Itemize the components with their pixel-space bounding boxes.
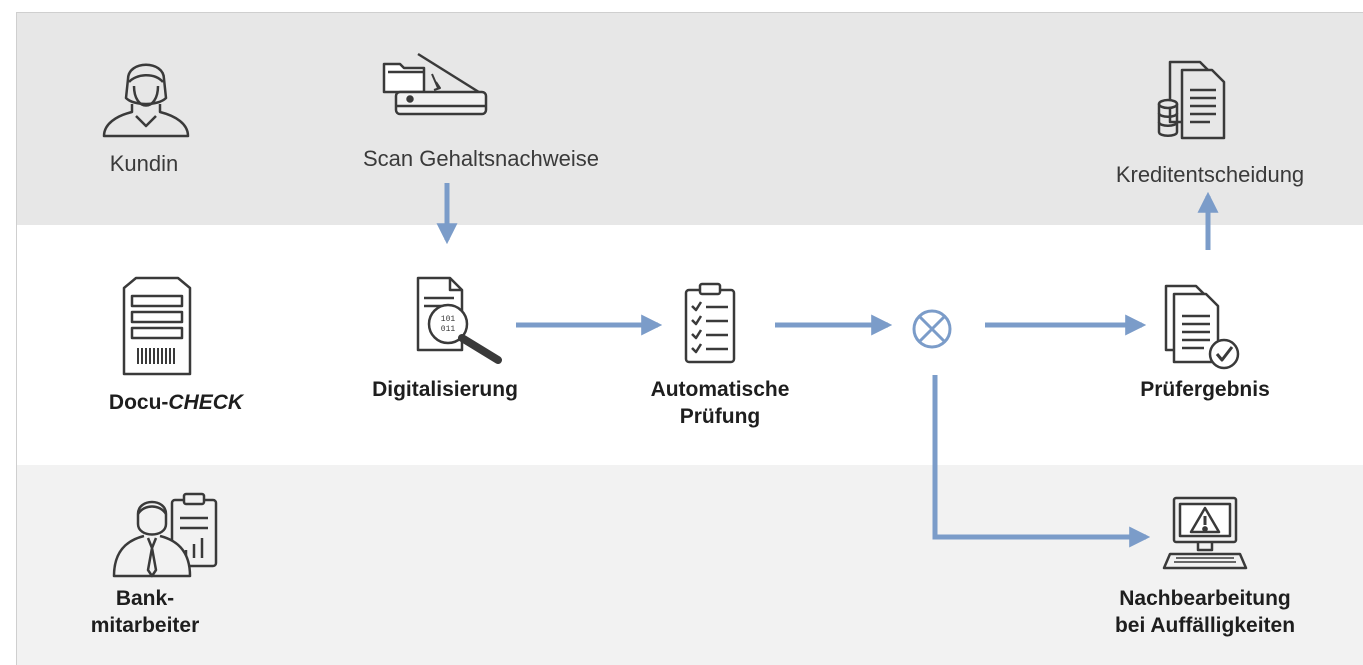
label-credit-decision: Kreditentscheidung: [1115, 162, 1305, 187]
label-bank-employee: Bank- mitarbeiter: [70, 586, 220, 640]
lane-customer: [16, 12, 1363, 226]
label-scan-payslips: Scan Gehaltsnachweise: [362, 146, 600, 171]
automatic-check-line2: Prüfung: [679, 404, 761, 428]
svg-text:101: 101: [441, 315, 456, 324]
magnifier-document-icon: 101 011: [416, 276, 502, 364]
person-icon: [102, 63, 190, 138]
documents-icon: [1157, 60, 1226, 140]
scanner-icon: [382, 52, 488, 116]
bank-employee-line1: Bank-: [115, 587, 175, 610]
label-docucheck: Docu-CHECK: [66, 390, 286, 417]
docucheck-italic: CHECK: [168, 391, 244, 414]
label-automatic-check: Automatische Prüfung: [600, 377, 840, 431]
gateway-icon: [912, 309, 952, 349]
label-check-result: Prüfergebnis: [1140, 378, 1270, 401]
docucheck-prefix: Docu-: [108, 391, 169, 414]
rework-line2: bei Auffälligkeiten: [1114, 613, 1296, 637]
svg-text:011: 011: [441, 325, 456, 334]
bank-employee-line2: mitarbeiter: [90, 613, 200, 637]
automatic-check-line1: Automatische: [650, 378, 790, 401]
server-icon: [122, 276, 192, 376]
checklist-icon: [684, 282, 736, 364]
label-customer: Kundin: [109, 151, 179, 176]
checked-document-icon: [1164, 284, 1240, 370]
frame-border: [16, 12, 17, 665]
warning-computer-icon: [1162, 496, 1248, 570]
rework-line1: Nachbearbeitung: [1119, 587, 1291, 610]
label-rework: Nachbearbeitung bei Auffälligkeiten: [1070, 586, 1340, 640]
label-digitization: Digitalisierung: [372, 378, 518, 401]
employee-icon: [112, 492, 218, 578]
